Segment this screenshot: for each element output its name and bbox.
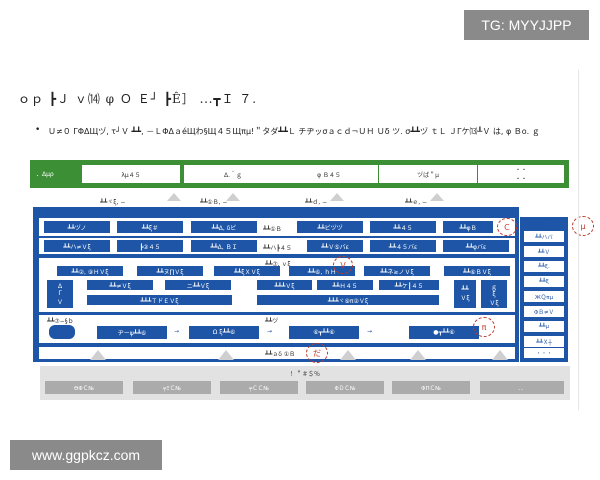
side-panel-title: ┻┻πμＶξ <box>522 220 547 227</box>
module-cell: ┻┻≠Ｖξ <box>87 280 153 290</box>
arrow-label: ┻┻ヾξ, − <box>100 199 126 206</box>
row-label: ┻┻ａδ ①Ｂ <box>265 351 296 358</box>
bottom-layer-box: ΦＤＣ№ <box>306 381 384 394</box>
arrow-label: ┻┻ｅ, − <box>405 199 428 206</box>
annotation-circle: Ｃ <box>497 218 517 236</box>
bottom-layer-box: ΘΦＣ№ <box>45 381 123 394</box>
module-cell: ┻┻φＢ <box>443 221 493 233</box>
row-bottom: ┻┻ａδ ①Ｂ <box>39 347 515 359</box>
module-cell: ┻┻ヌ∏Ｖξ <box>137 266 203 276</box>
row-label: ┻┻①Ｂ <box>263 226 282 233</box>
module-cell: ┻┻ヅノ <box>44 221 110 233</box>
process-step: ⑥┳┻┻⑥ <box>289 326 359 339</box>
middle-layer-block: ┻┻ヅノ ┻┻ξ＃ ┻┻Δ, δビ ┻┻①Ｂ ┻┻ビヅヅ ┻┻４５ ┻┻φＢ ┻… <box>33 207 519 362</box>
process-step: ●┳┻┻⑥ <box>409 326 479 339</box>
annotation-circle: Ｖ <box>333 256 353 274</box>
watermark-site: www.ggpkcz.com <box>10 440 162 470</box>
side-item: ┻┻Ｖ <box>524 246 564 257</box>
module-cell: ┻┻Δ, ＢＩ <box>191 240 257 252</box>
module-cell: ┻┻４５ <box>370 221 436 233</box>
top-layer-label: ．Δμρ <box>36 171 54 178</box>
arrow-right-icon: → <box>174 328 180 335</box>
up-arrow-icon <box>330 193 344 201</box>
module-cell: ┻┻ネ≥ノＶξ <box>364 266 430 276</box>
database-icon <box>49 325 75 339</box>
top-layer-box: λμ４５ <box>82 165 180 183</box>
row-2: ┻┻ハ≠Ｖξ ┣②４５ ┻┻Δ, ＢＩ ┻┻ハ┣４５ ┻┻Ｖ⑤バε ┻┻４５バε… <box>39 238 515 254</box>
up-arrow-icon <box>218 350 234 360</box>
top-layer-box: ・・ ・・ <box>478 165 564 183</box>
module-cell: ┣②４５ <box>117 240 183 252</box>
arrow-label: ┻┻①Ｂ, − <box>200 199 228 206</box>
process-step: Ω ξ┻┻⑥ <box>189 326 259 339</box>
module-cell-wide: ┻┻┻ヾ⑨π②Ｖξ <box>257 295 439 305</box>
bottom-layer-title: ！＂＃＄％ <box>289 371 320 378</box>
up-arrow-icon <box>410 350 426 360</box>
module-cell-tall: Δ Γ Ｖ <box>47 280 73 308</box>
module-cell: ┻┻φバε <box>443 240 509 252</box>
side-item: ΦＢ≠Ｖ <box>524 306 564 317</box>
top-layer-band: ．Δμρ λμ４５ Δ.＾ｇ φ Ｂ４５ ヅば＂μ ・・ ・・ <box>30 160 569 188</box>
bottom-layer-box: ┯ΞＣ№ <box>133 381 211 394</box>
side-item: ┻┻Ｘ┼ <box>524 336 564 347</box>
page-edge-line <box>578 70 579 410</box>
side-item: ┻┻μ <box>524 321 564 332</box>
top-layer-box: ヅば＂μ <box>379 165 477 183</box>
module-cell: ┻┻⑥ＢＶξ <box>444 266 510 276</box>
row-1: ┻┻ヅノ ┻┻ξ＃ ┻┻Δ, δビ ┻┻①Ｂ ┻┻ビヅヅ ┻┻４５ ┻┻φＢ <box>39 218 515 236</box>
arrow-right-icon: → <box>367 328 373 335</box>
up-arrow-icon <box>90 350 106 360</box>
bottom-layer-band: ！＂＃＄％ ΘΦＣ№ ┯ΞＣ№ ┯ＣＣ№ ΦＤＣ№ ΦΠＣ№ ．． <box>40 366 570 400</box>
side-item: ┻┻ξ <box>524 276 564 287</box>
module-cell: ┻┻┻Ｖξ <box>257 280 312 290</box>
module-cell: ┻┻②, ⑨ＨＶξ <box>57 266 123 276</box>
side-item: ┻┻ξ. <box>524 261 564 272</box>
watermark-telegram: TG: MYYJJPP <box>464 10 589 40</box>
section-heading: ｏｐ ┣Ｊ ｖ⒁ φ Ｏ Ｅ┘ ┣Ê］ ⋯┳Ｉ ７. <box>18 92 258 106</box>
arrow-right-icon: → <box>267 328 273 335</box>
bottom-layer-box: ．． <box>480 381 564 394</box>
up-arrow-icon <box>226 193 240 201</box>
module-cell: ┻┻ξＸＶξ <box>214 266 280 276</box>
module-cell: ┻┻ξ＃ <box>117 221 183 233</box>
module-cell-tall: ｇ ξ Ｖξ <box>481 280 507 308</box>
row-label: ┻┻ハ┣４５ <box>263 245 292 252</box>
arrow-label: ┻┻ｄ, − <box>305 199 328 206</box>
module-cell: ┻┻Ｈ４５ <box>317 280 373 290</box>
bottom-layer-box: ┯ＣＣ№ <box>220 381 298 394</box>
module-cell: ニ┻┻Ｖξ <box>165 280 231 290</box>
side-panel: ┻┻ハバ ┻┻Ｖ ┻┻ξ. ┻┻ξ ЖＱπμ ΦＢ≠Ｖ ┻┻μ ┻┻Ｘ┼ ・・・ <box>520 217 568 362</box>
up-arrow-icon <box>340 350 356 360</box>
top-layer-box: φ Ｂ４５ <box>280 165 378 183</box>
module-cell: ┻┻⑥, ｈＨ <box>289 266 355 276</box>
bullet-text: Ｕ≠０ ΓΦΔЩヅ, τ┘Ｖ ┻┻, －ＬΦΔａéЩわ§Щ４５Щπμ!＂タダ┻┻… <box>48 127 540 136</box>
module-cell: ┻┻ケ┃４５ <box>379 280 439 290</box>
row-4: ┻┻⑦−§ｂ ┻┻ヅ ヂーψ┻┻⑥ → Ω ξ┻┻⑥ → ⑥┳┻┻⑥ → ●┳┻… <box>39 315 515 343</box>
annotation-circle: だ <box>306 343 328 363</box>
module-cell: ┻┻４５バε <box>370 240 436 252</box>
up-arrow-icon <box>492 350 508 360</box>
row-label: ┻┻⑦−§ｂ <box>47 318 74 325</box>
up-arrow-icon <box>167 193 181 201</box>
row-3: ┻┻⑦, ｖξ ┻┻②, ⑨ＨＶξ ┻┻ヌ∏Ｖξ ┻┻ξＸＶξ ┻┻⑥, ｈＨ … <box>39 258 515 312</box>
up-arrow-icon <box>430 193 444 201</box>
top-layer-box: Δ.＾ｇ <box>184 165 282 183</box>
row-label: ┻┻⑦, ｖξ <box>265 261 291 268</box>
bottom-layer-box: ΦΠＣ№ <box>392 381 470 394</box>
side-item: ┻┻ハバ <box>524 231 564 242</box>
annotation-circle: π <box>473 317 495 337</box>
module-cell-wide: ┻┻┻ＴドＥＶξ <box>87 295 232 305</box>
module-cell: ┻┻Ｖ⑤バε <box>307 240 363 252</box>
bullet-marker: • <box>35 125 41 135</box>
process-step: ヂーψ┻┻⑥ <box>97 326 167 339</box>
module-cell: ┻┻ハ≠Ｖξ <box>44 240 110 252</box>
module-cell: ┻┻ビヅヅ <box>297 221 363 233</box>
module-cell-tall: ┻┻ Ｖξ <box>454 280 476 308</box>
side-item: ・・・ <box>524 348 564 358</box>
module-cell: ┻┻Δ, δビ <box>191 221 257 233</box>
row-label: ┻┻ヅ <box>265 318 279 325</box>
side-item: ЖＱπμ <box>524 291 564 302</box>
annotation-circle: μ <box>572 216 594 236</box>
